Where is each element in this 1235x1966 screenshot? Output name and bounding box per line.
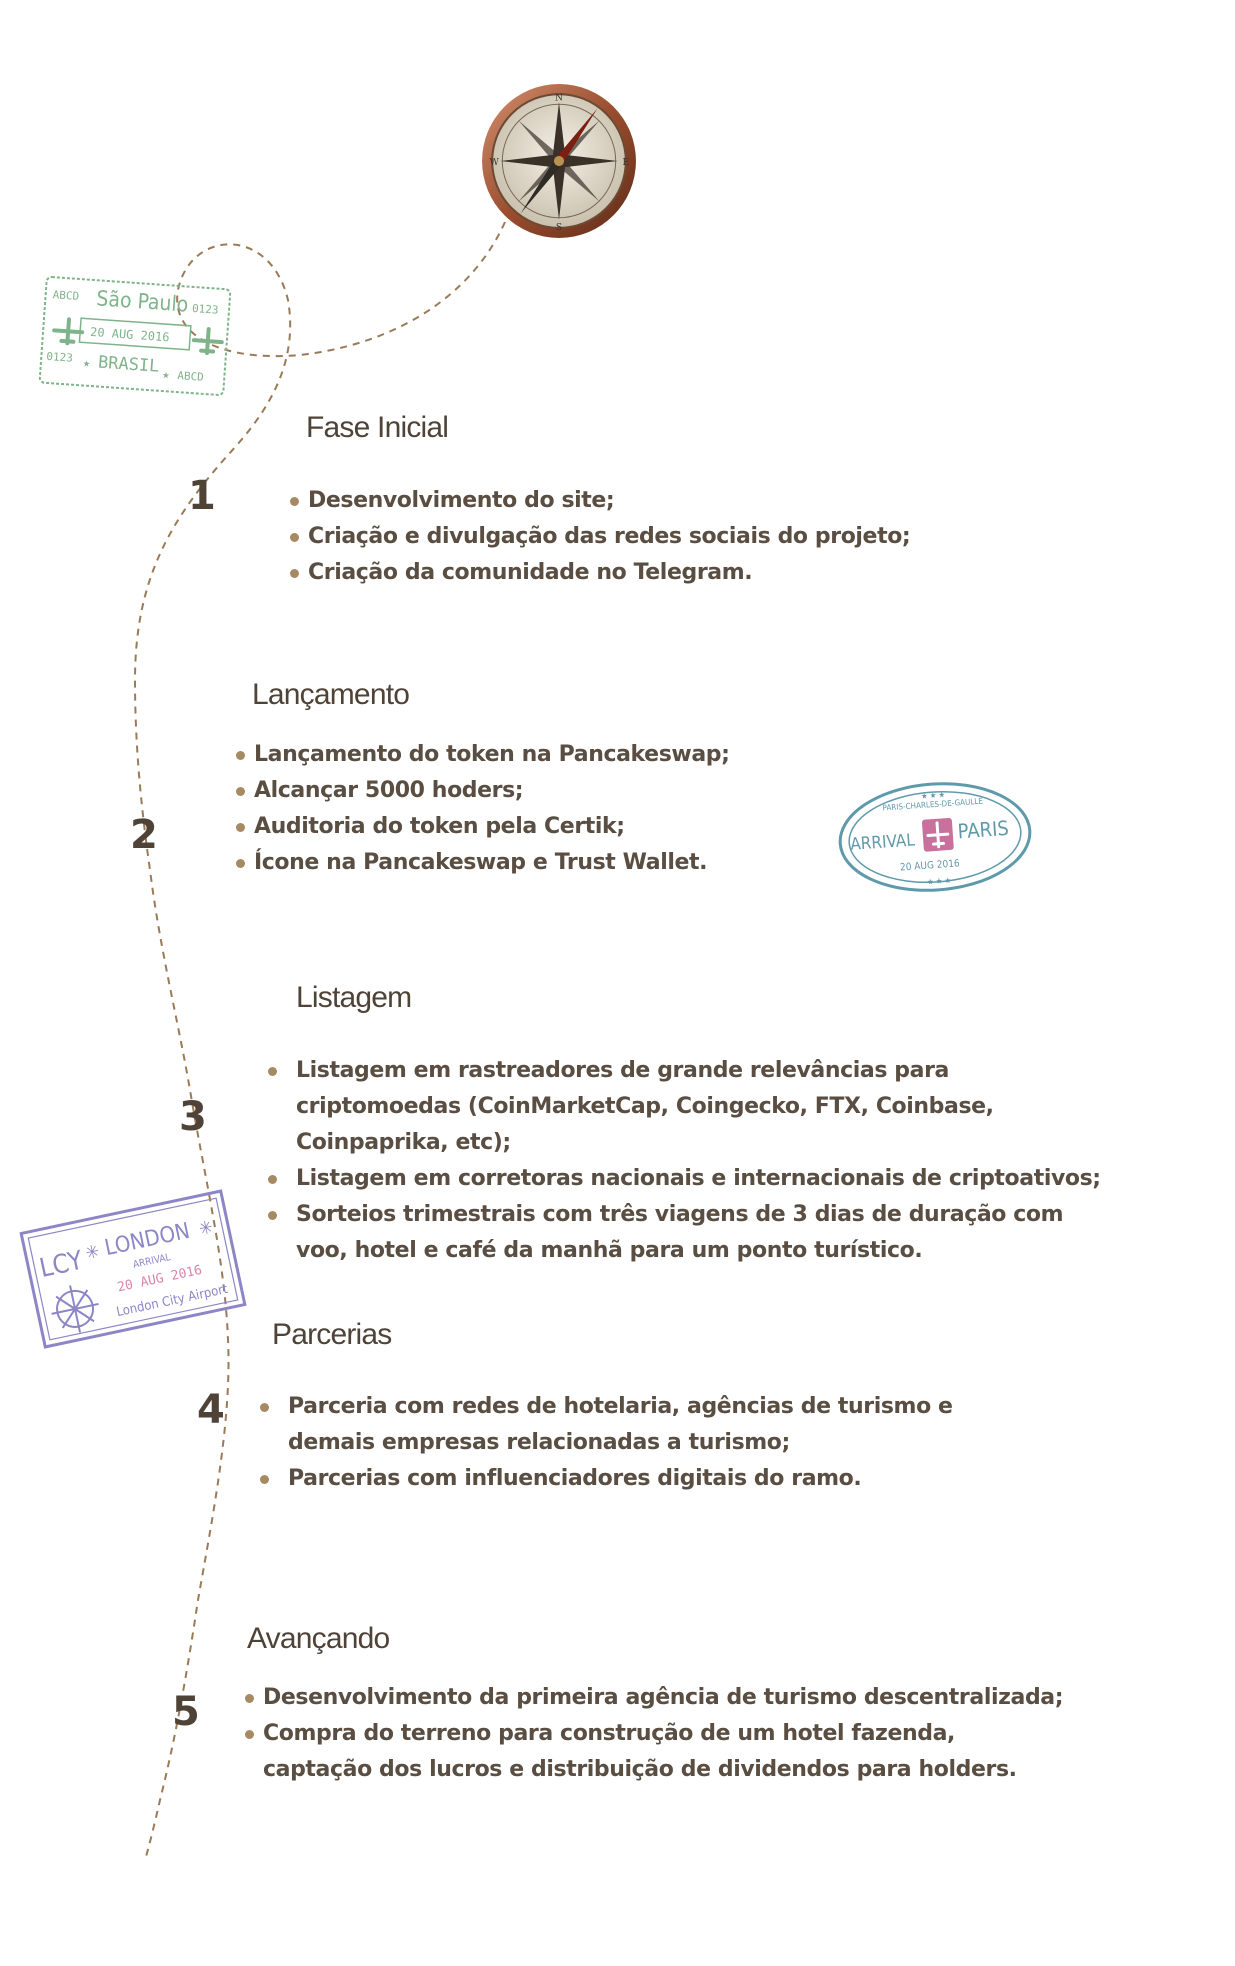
phase-number-5: 5 [172, 1689, 200, 1735]
phase-number-3: 3 [179, 1094, 207, 1140]
phase-title-4: Parcerias [272, 1318, 392, 1351]
stamp-city: São Paulo [96, 286, 189, 316]
stamp-date: 20 AUG 2016 [90, 325, 170, 345]
list-item: Listagem em rastreadores de grande relev… [266, 1053, 1106, 1161]
stamp-arrival: ARRIVAL [850, 830, 916, 854]
svg-text:★ ★ ★: ★ ★ ★ [927, 876, 952, 887]
list-item: Lançamento do token na Pancakeswap; [236, 737, 796, 773]
phase-title-1: Fase Inicial [306, 411, 449, 444]
stamp-code-tr: 0123 [192, 302, 219, 317]
list-item: Criação da comunidade no Telegram. [290, 555, 990, 591]
stamp-date: 20 AUG 2016 [900, 858, 961, 873]
list-item: Sorteios trimestrais com três viagens de… [266, 1197, 1106, 1269]
stamp-code-bl: 0123 [46, 350, 73, 365]
list-item: Criação e divulgação das redes sociais d… [290, 519, 990, 555]
stamp-country: BRASIL [97, 353, 160, 377]
compass-icon: N S E W [482, 84, 636, 238]
compass-rose-icon [51, 1285, 99, 1333]
list-item: Auditoria do token pela Certik; [236, 809, 796, 845]
london-stamp: LCY LONDON ARRIVAL London City Airport ✳… [19, 1189, 247, 1349]
compass-west-label: W [490, 158, 500, 168]
stamp-code: LCY [37, 1246, 86, 1284]
svg-text:✳: ✳ [84, 1241, 102, 1264]
list-item: Desenvolvimento da primeira agência de t… [245, 1680, 1065, 1716]
svg-text:✳: ✳ [197, 1217, 215, 1240]
phase-list-4: Parceria com redes de hotelaria, agência… [258, 1389, 1038, 1497]
paris-stamp: PARIS-CHARLES-DE-GAULLE ARRIVAL PARIS 20… [838, 782, 1032, 892]
phase-title-3: Listagem [296, 981, 412, 1014]
svg-text:★: ★ [83, 355, 91, 369]
compass-north-label: N [555, 93, 563, 103]
compass-south-label: S [556, 223, 562, 233]
svg-text:★ ★ ★: ★ ★ ★ [921, 790, 946, 801]
stamp-city: PARIS [957, 816, 1010, 844]
list-item: Compra do terreno para construção de um … [245, 1716, 1065, 1788]
phase-title-5: Avançando [247, 1622, 390, 1655]
list-item: Alcançar 5000 hoders; [236, 773, 796, 809]
compass-east-label: E [622, 158, 629, 168]
phase-title-2: Lançamento [252, 678, 410, 711]
stamp-city: LONDON [103, 1219, 193, 1261]
list-item: Ícone na Pancakeswap e Trust Wallet. [236, 845, 796, 881]
list-item: Parcerias com influenciadores digitais d… [258, 1461, 1038, 1497]
phase-number-2: 2 [130, 812, 158, 858]
stamp-arrival: ARRIVAL [132, 1252, 171, 1271]
sao-paulo-stamp: ABCD São Paulo 0123 20 AUG 2016 0123 BRA… [38, 276, 232, 396]
list-item: Desenvolvimento do site; [290, 483, 990, 519]
airplane-icon [52, 317, 224, 356]
list-item: Parceria com redes de hotelaria, agência… [258, 1389, 1038, 1461]
stamp-code-tl: ABCD [52, 288, 79, 303]
phase-list-3: Listagem em rastreadores de grande relev… [266, 1053, 1106, 1269]
phase-number-1: 1 [188, 473, 216, 519]
phase-list-1: Desenvolvimento do site; Criação e divul… [290, 483, 990, 591]
svg-text:★: ★ [162, 367, 170, 381]
phase-list-2: Lançamento do token na Pancakeswap; Alca… [236, 737, 796, 881]
phase-list-5: Desenvolvimento da primeira agência de t… [245, 1680, 1065, 1788]
phase-number-4: 4 [197, 1387, 225, 1433]
stamp-code-br: ABCD [177, 369, 204, 384]
list-item: Listagem em corretoras nacionais e inter… [266, 1161, 1106, 1197]
